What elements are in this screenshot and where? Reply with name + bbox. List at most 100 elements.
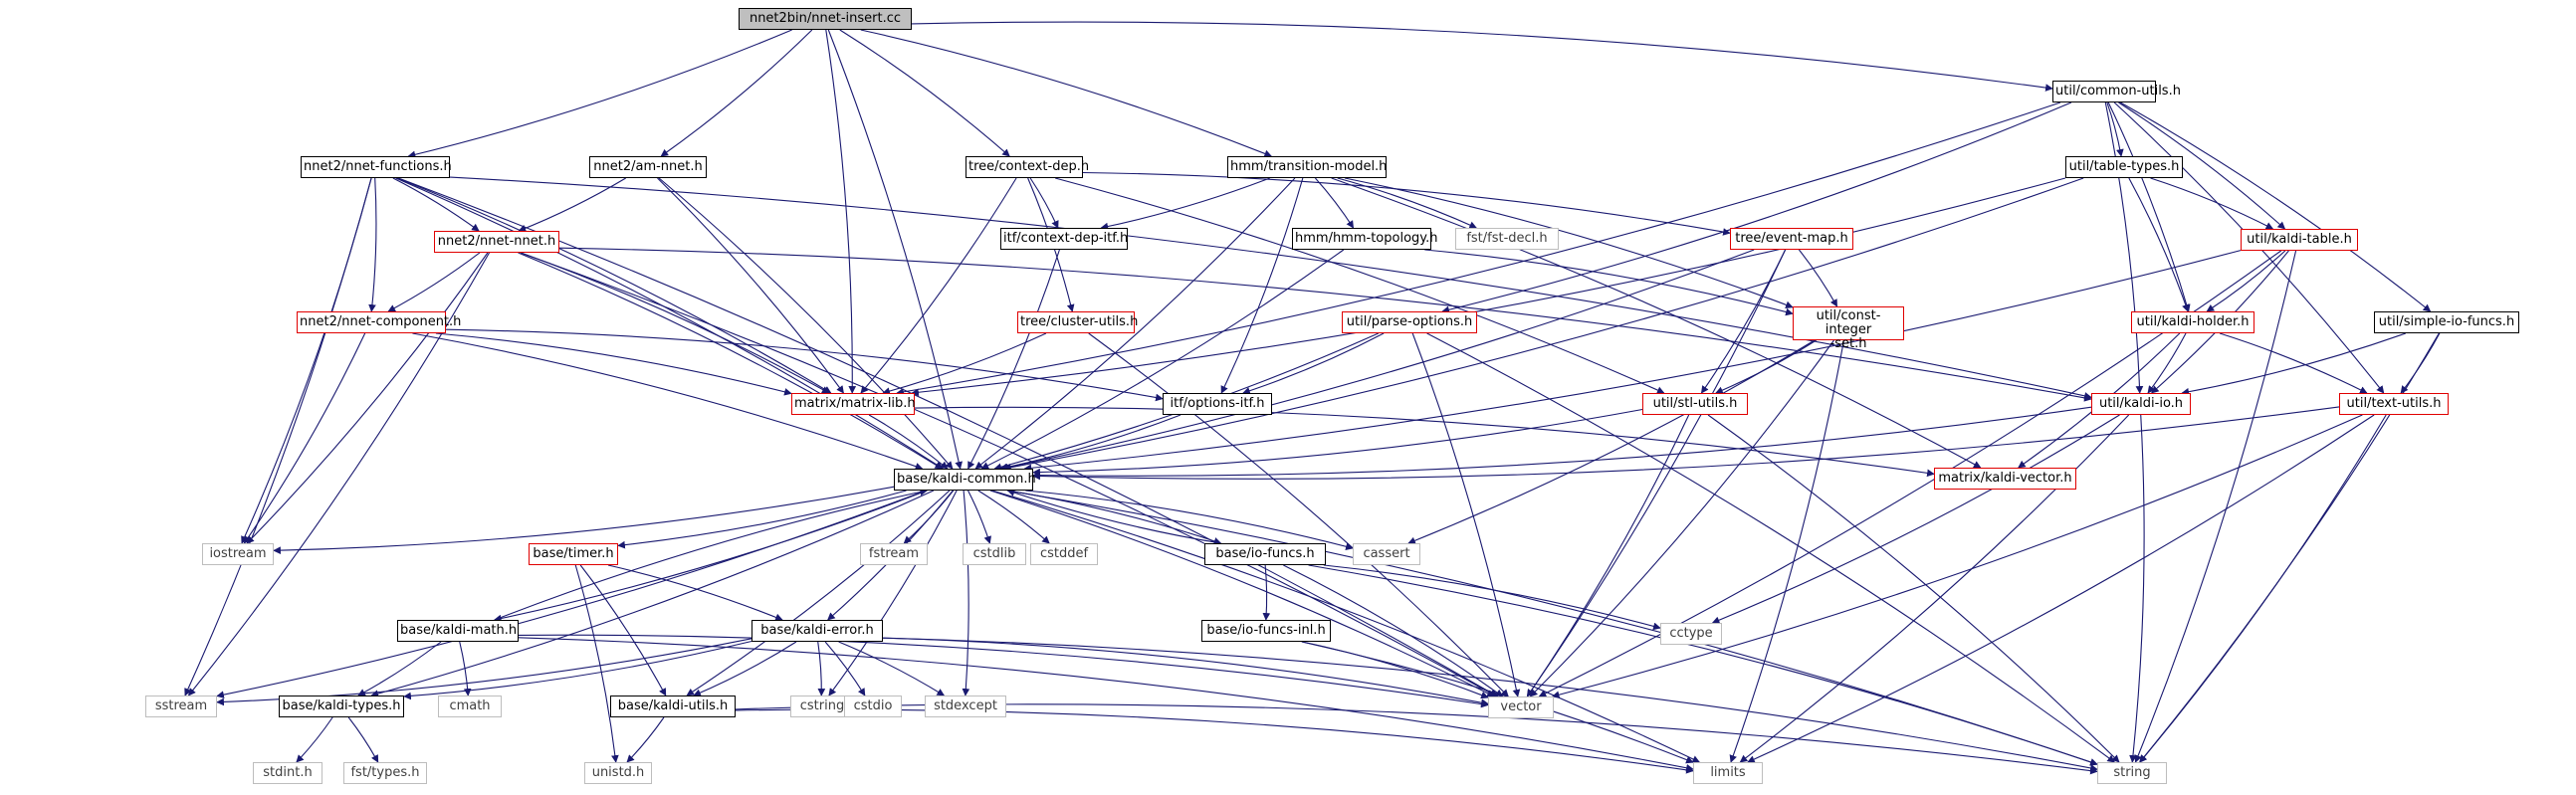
edge-nnet-nnet-to-nnet-component [387, 252, 481, 312]
edge-common-utils-to-kaldi-holder [2107, 101, 2191, 312]
edge-kaldi-utils-to-limits [735, 708, 1694, 774]
node-cstdlib: cstdlib [963, 543, 1026, 565]
node-kaldi-error[interactable]: base/kaldi-error.h [751, 620, 883, 642]
edge-transition-model-to-const-integer-set [1345, 177, 1794, 308]
edge-const-integer-set-to-cassert [1407, 339, 1816, 544]
edge-nnet-functions-to-vector [398, 177, 1499, 697]
edge-kaldi-error-to-cstdio [824, 641, 866, 696]
node-sstream: sstream [145, 696, 217, 717]
node-simple-io-funcs[interactable]: util/simple-io-funcs.h [2374, 311, 2519, 333]
node-kaldi-math[interactable]: base/kaldi-math.h [397, 620, 519, 642]
edge-kaldi-math-to-vector [518, 634, 1489, 708]
edge-nnet-functions-to-nnet-nnet [392, 177, 480, 232]
edge-kaldi-common-to-timer [617, 490, 907, 549]
node-io-funcs-inl[interactable]: base/io-funcs-inl.h [1201, 620, 1331, 642]
node-fst-decl: fst/fst-decl.h [1455, 228, 1559, 250]
edge-kaldi-common-to-iostream [273, 486, 895, 554]
edge-common-utils-to-kaldi-io [2104, 101, 2144, 394]
node-kaldi-utils[interactable]: base/kaldi-utils.h [610, 696, 736, 717]
edge-matrix-lib-to-kaldi-vector [914, 406, 1935, 478]
node-kaldi-holder[interactable]: util/kaldi-holder.h [2131, 311, 2254, 333]
node-text-utils[interactable]: util/text-utils.h [2339, 393, 2449, 415]
edge-simple-io-funcs-to-kaldi-io [2181, 332, 2407, 396]
edge-io-funcs-to-string [1308, 564, 2098, 766]
node-context-dep-itf[interactable]: itf/context-dep-itf.h [1000, 228, 1128, 250]
edge-nnet-functions-to-kaldi-common [395, 177, 944, 470]
edge-context-dep-itf-to-kaldi-common [967, 249, 1060, 470]
node-event-map[interactable]: tree/event-map.h [1730, 228, 1853, 250]
edge-nnet-component-to-iostream [243, 332, 366, 544]
edge-event-map-to-vector [1526, 249, 1787, 697]
node-limits: limits [1693, 762, 1763, 784]
node-const-integer-set[interactable]: util/const-integer-set.h [1793, 306, 1904, 351]
edge-kaldi-io-to-cctype [1711, 414, 2120, 624]
edge-nnet-nnet-to-vector [520, 252, 1498, 697]
edge-kaldi-common-to-cstdlib [967, 490, 991, 544]
edge-io-funcs-to-cctype [1323, 564, 1661, 631]
node-nnet-nnet[interactable]: nnet2/nnet-nnet.h [434, 231, 559, 253]
edge-parse-options-to-vector [1411, 332, 1521, 697]
edge-nnet-functions-to-nnet-component [368, 177, 377, 312]
edge-common-utils-to-matrix-lib [896, 101, 2061, 396]
node-stl-utils[interactable]: util/stl-utils.h [1642, 393, 1748, 415]
edge-kaldi-error-to-kaldi-utils [693, 641, 797, 696]
edge-am-nnet-to-matrix-lib [657, 177, 844, 394]
edge-stl-utils-to-vector [1526, 414, 1690, 697]
edge-nnet-functions-to-sstream [184, 177, 372, 696]
edge-stl-utils-to-kaldi-common [1032, 408, 1643, 477]
node-fstream: fstream [860, 543, 928, 565]
node-kaldi-types[interactable]: base/kaldi-types.h [279, 696, 404, 717]
edge-table-types-to-kaldi-table [2150, 177, 2274, 230]
edge-kaldi-table-to-kaldi-common [1023, 250, 2242, 473]
node-am-nnet[interactable]: nnet2/am-nnet.h [589, 156, 707, 178]
edge-transition-model-to-kaldi-common [974, 177, 1296, 470]
edge-text-utils-to-string [2139, 414, 2387, 763]
edge-root-to-transition-model [860, 29, 1272, 158]
edge-context-dep-to-matrix-lib [860, 177, 1017, 394]
edge-options-itf-to-kaldi-common [999, 414, 1181, 472]
node-kaldi-io[interactable]: util/kaldi-io.h [2091, 393, 2191, 415]
edge-table-types-to-kaldi-holder [2128, 177, 2190, 312]
node-transition-model[interactable]: hmm/transition-model.h [1227, 156, 1387, 178]
edge-kaldi-math-to-kaldi-types [357, 641, 442, 696]
node-context-dep[interactable]: tree/context-dep.h [966, 156, 1089, 178]
node-io-funcs[interactable]: base/io-funcs.h [1204, 543, 1326, 565]
node-parse-options[interactable]: util/parse-options.h [1342, 311, 1477, 333]
node-unistd: unistd.h [584, 762, 652, 784]
edge-text-utils-to-vector [1551, 414, 2363, 698]
node-matrix-lib[interactable]: matrix/matrix-lib.h [791, 393, 916, 415]
node-root[interactable]: nnet2bin/nnet-insert.cc [739, 8, 912, 30]
node-kaldi-table[interactable]: util/kaldi-table.h [2241, 229, 2358, 251]
node-table-types[interactable]: util/table-types.h [2065, 156, 2183, 178]
node-common-utils[interactable]: util/common-utils.h [2052, 81, 2181, 102]
edge-kaldi-common-to-kaldi-types [370, 490, 935, 697]
edge-cluster-utils-to-vector [1088, 332, 1509, 697]
edge-common-utils-to-parse-options [1441, 101, 2072, 314]
node-cassert: cassert [1353, 543, 1420, 565]
node-options-itf[interactable]: itf/options-itf.h [1163, 393, 1272, 415]
edge-nnet-nnet-to-kaldi-common [518, 252, 944, 470]
edge-parse-options-to-string [1426, 332, 2115, 763]
edge-kaldi-error-to-stdexcept [838, 641, 946, 696]
edge-kaldi-utils-to-unistd [626, 716, 665, 763]
edge-nnet-component-to-matrix-lib [435, 332, 792, 396]
node-cctype: cctype [1660, 623, 1722, 645]
node-nnet-functions[interactable]: nnet2/nnet-functions.h [301, 156, 452, 178]
edge-event-map-to-stl-utils [1700, 249, 1787, 394]
node-timer[interactable]: base/timer.h [529, 543, 618, 565]
node-cluster-utils[interactable]: tree/cluster-utils.h [1017, 311, 1138, 333]
edge-table-types-to-matrix-lib [911, 177, 2066, 397]
edge-root-to-common-utils [911, 21, 2053, 92]
node-hmm-topology[interactable]: hmm/hmm-topology.h [1292, 228, 1438, 250]
node-kaldi-vector[interactable]: matrix/kaldi-vector.h [1934, 468, 2076, 490]
edge-transition-model-to-kaldi-vector [1331, 177, 1982, 469]
node-cstring: cstring [790, 696, 854, 717]
edge-event-map-to-const-integer-set [1798, 249, 1838, 307]
edge-transition-model-to-fst-decl [1337, 177, 1477, 229]
edge-nnet-component-to-options-itf [445, 328, 1164, 402]
node-nnet-component[interactable]: nnet2/nnet-component.h [297, 311, 461, 333]
node-kaldi-common[interactable]: base/kaldi-common.h [894, 469, 1036, 491]
edge-kaldi-math-to-kaldi-common [494, 488, 928, 621]
edge-nnet-nnet-to-sstream [187, 252, 491, 696]
edge-common-utils-to-kaldi-table [2118, 101, 2286, 230]
